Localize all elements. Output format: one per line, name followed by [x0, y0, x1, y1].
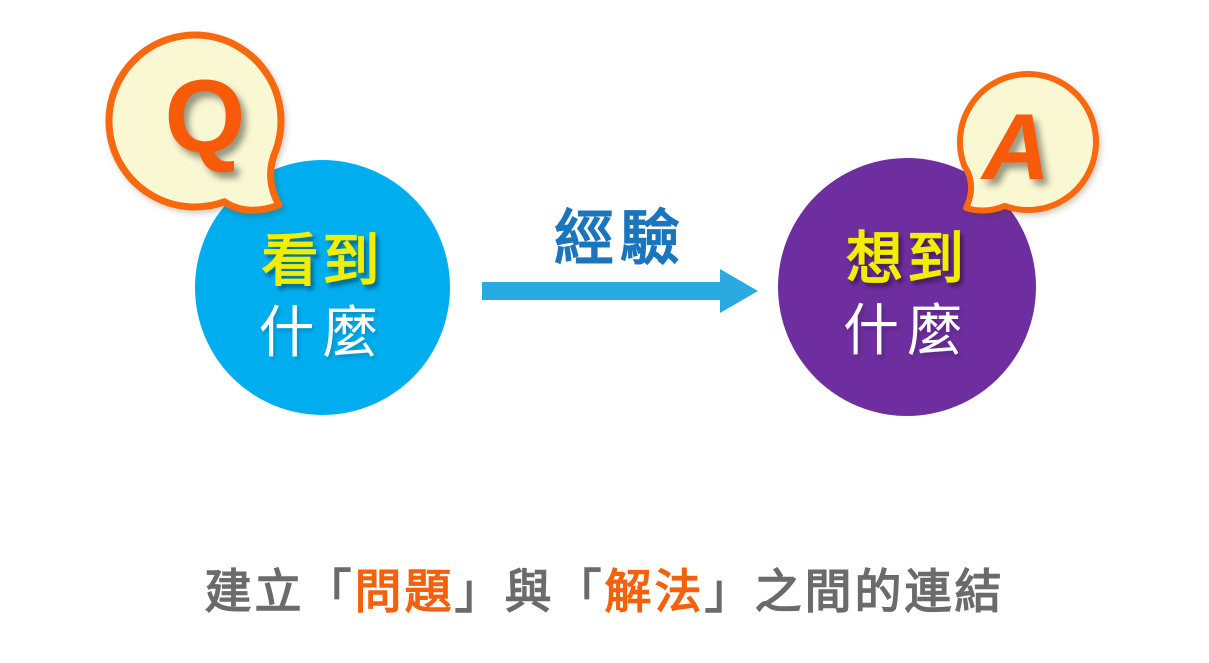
answer-letter: A: [982, 94, 1050, 199]
think-circle-subtitle: 什麼: [843, 299, 971, 362]
caption-text: 」之間的連結: [704, 565, 1005, 618]
answer-bubble-icon: [957, 71, 1099, 214]
think-circle-title: 想到: [846, 227, 968, 291]
question-letter: Q: [164, 58, 246, 175]
caption-text: 」與「: [454, 565, 605, 618]
see-circle-subtitle: 什麼: [258, 301, 387, 364]
caption: 建立「問題」與「解法」之間的連結: [0, 553, 1209, 622]
right-arrow-icon: [482, 269, 758, 313]
see-circle-title: 看到: [261, 229, 384, 293]
caption-highlight-problem: 問題: [354, 565, 455, 618]
caption-highlight-solution: 解法: [604, 565, 705, 618]
question-bubble-icon: [105, 31, 285, 214]
caption-text: 建立「: [204, 565, 355, 618]
experience-label: 經驗: [554, 205, 686, 272]
